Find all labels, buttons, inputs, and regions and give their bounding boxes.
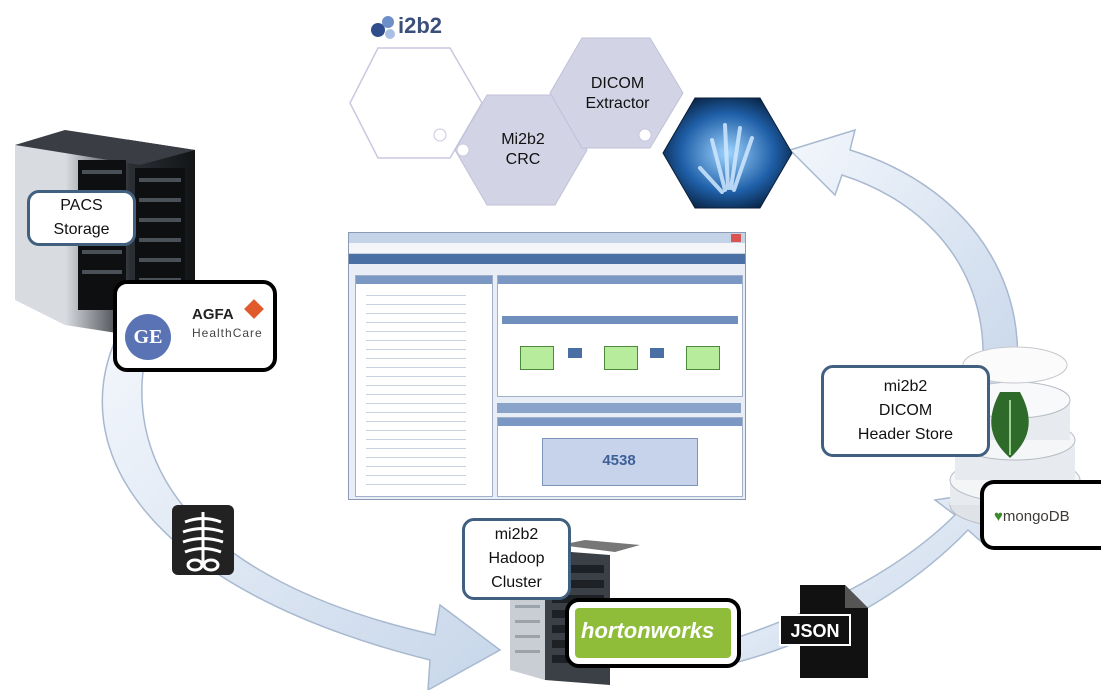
hortonworks-logo-text: hortonworks [581, 618, 715, 643]
hex-dicom-extractor [549, 37, 684, 149]
browser-toolbar [349, 243, 745, 254]
ribcage-xray-icon [172, 505, 234, 575]
i2b2-logo: i2b2 [371, 13, 442, 39]
agfa-rhombus-icon [244, 299, 264, 319]
window-titlebar [349, 233, 745, 243]
query-panel [497, 275, 743, 397]
query-buttons-bar [497, 403, 741, 413]
tree-panel [355, 275, 493, 497]
mongodb-logo-box: ♥mongoDB [980, 480, 1101, 550]
agfa-ge-logo-box: GE AGFA HealthCare [113, 280, 277, 372]
mongodb-logo-text: ♥mongoDB [994, 508, 1070, 525]
json-icon-label: JSON [790, 621, 839, 641]
hand-xray-icon [698, 123, 754, 194]
app-menubar [349, 254, 745, 264]
agfa-logo: AGFA [192, 306, 234, 323]
ge-logo: GE [125, 314, 171, 360]
hex-empty [349, 47, 483, 159]
result-count: 4538 [602, 452, 636, 469]
hortonworks-logo-box: hortonworks [565, 598, 741, 668]
close-icon [731, 234, 741, 242]
hexagon-group [349, 37, 793, 209]
i2b2-logo-text: i2b2 [398, 13, 442, 38]
results-panel: 4538 [497, 417, 743, 497]
json-file-icon: JSON [779, 585, 868, 678]
embedded-app-screenshot: 4538 [348, 232, 746, 500]
agfa-healthcare-text: HealthCare [192, 326, 263, 340]
